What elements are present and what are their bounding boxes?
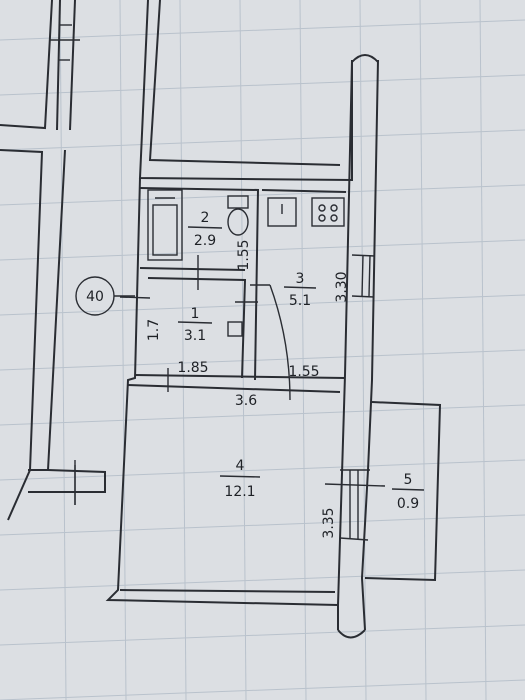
upper-room [138, 0, 353, 182]
room-3-number: 3 [296, 271, 305, 287]
apartment-walls [74, 54, 442, 639]
room-1-area: 3.1 [184, 328, 206, 344]
kitchen-sink [267, 197, 297, 227]
room-2-area: 2.9 [194, 233, 216, 249]
room-3-area: 5.1 [289, 293, 311, 309]
sink [227, 321, 243, 337]
dimension-3-35: 3.35 [321, 507, 337, 538]
room-5-label: 5 0.9 [391, 472, 425, 512]
neighbour-walls [0, 0, 106, 521]
room-4-area: 12.1 [224, 484, 255, 500]
dimension-1-55-bath: 1.55 [236, 239, 252, 270]
stove [311, 197, 345, 227]
room-1-label: 1 3.1 [177, 306, 213, 344]
room-4-label: 4 12.1 [219, 458, 261, 500]
room-2-label: 2 2.9 [187, 210, 223, 249]
dimension-1-7: 1.7 [146, 319, 162, 341]
toilet [227, 195, 249, 236]
dimension-1-85: 1.85 [177, 360, 208, 376]
room-4-number: 4 [236, 458, 245, 474]
dimension-3-6: 3.6 [235, 393, 257, 409]
dimension-3-30: 3.30 [334, 271, 350, 302]
bathtub [147, 189, 183, 261]
room-5-area: 0.9 [397, 496, 419, 512]
room-5-number: 5 [404, 472, 413, 488]
dimension-1-55-kitchen: 1.55 [288, 364, 319, 380]
room-1-number: 1 [191, 306, 200, 322]
apartment-number-marker: 40 [75, 276, 135, 316]
room-2-number: 2 [201, 210, 210, 226]
apartment-number: 40 [86, 289, 104, 305]
room-3-label: 3 5.1 [283, 271, 317, 309]
